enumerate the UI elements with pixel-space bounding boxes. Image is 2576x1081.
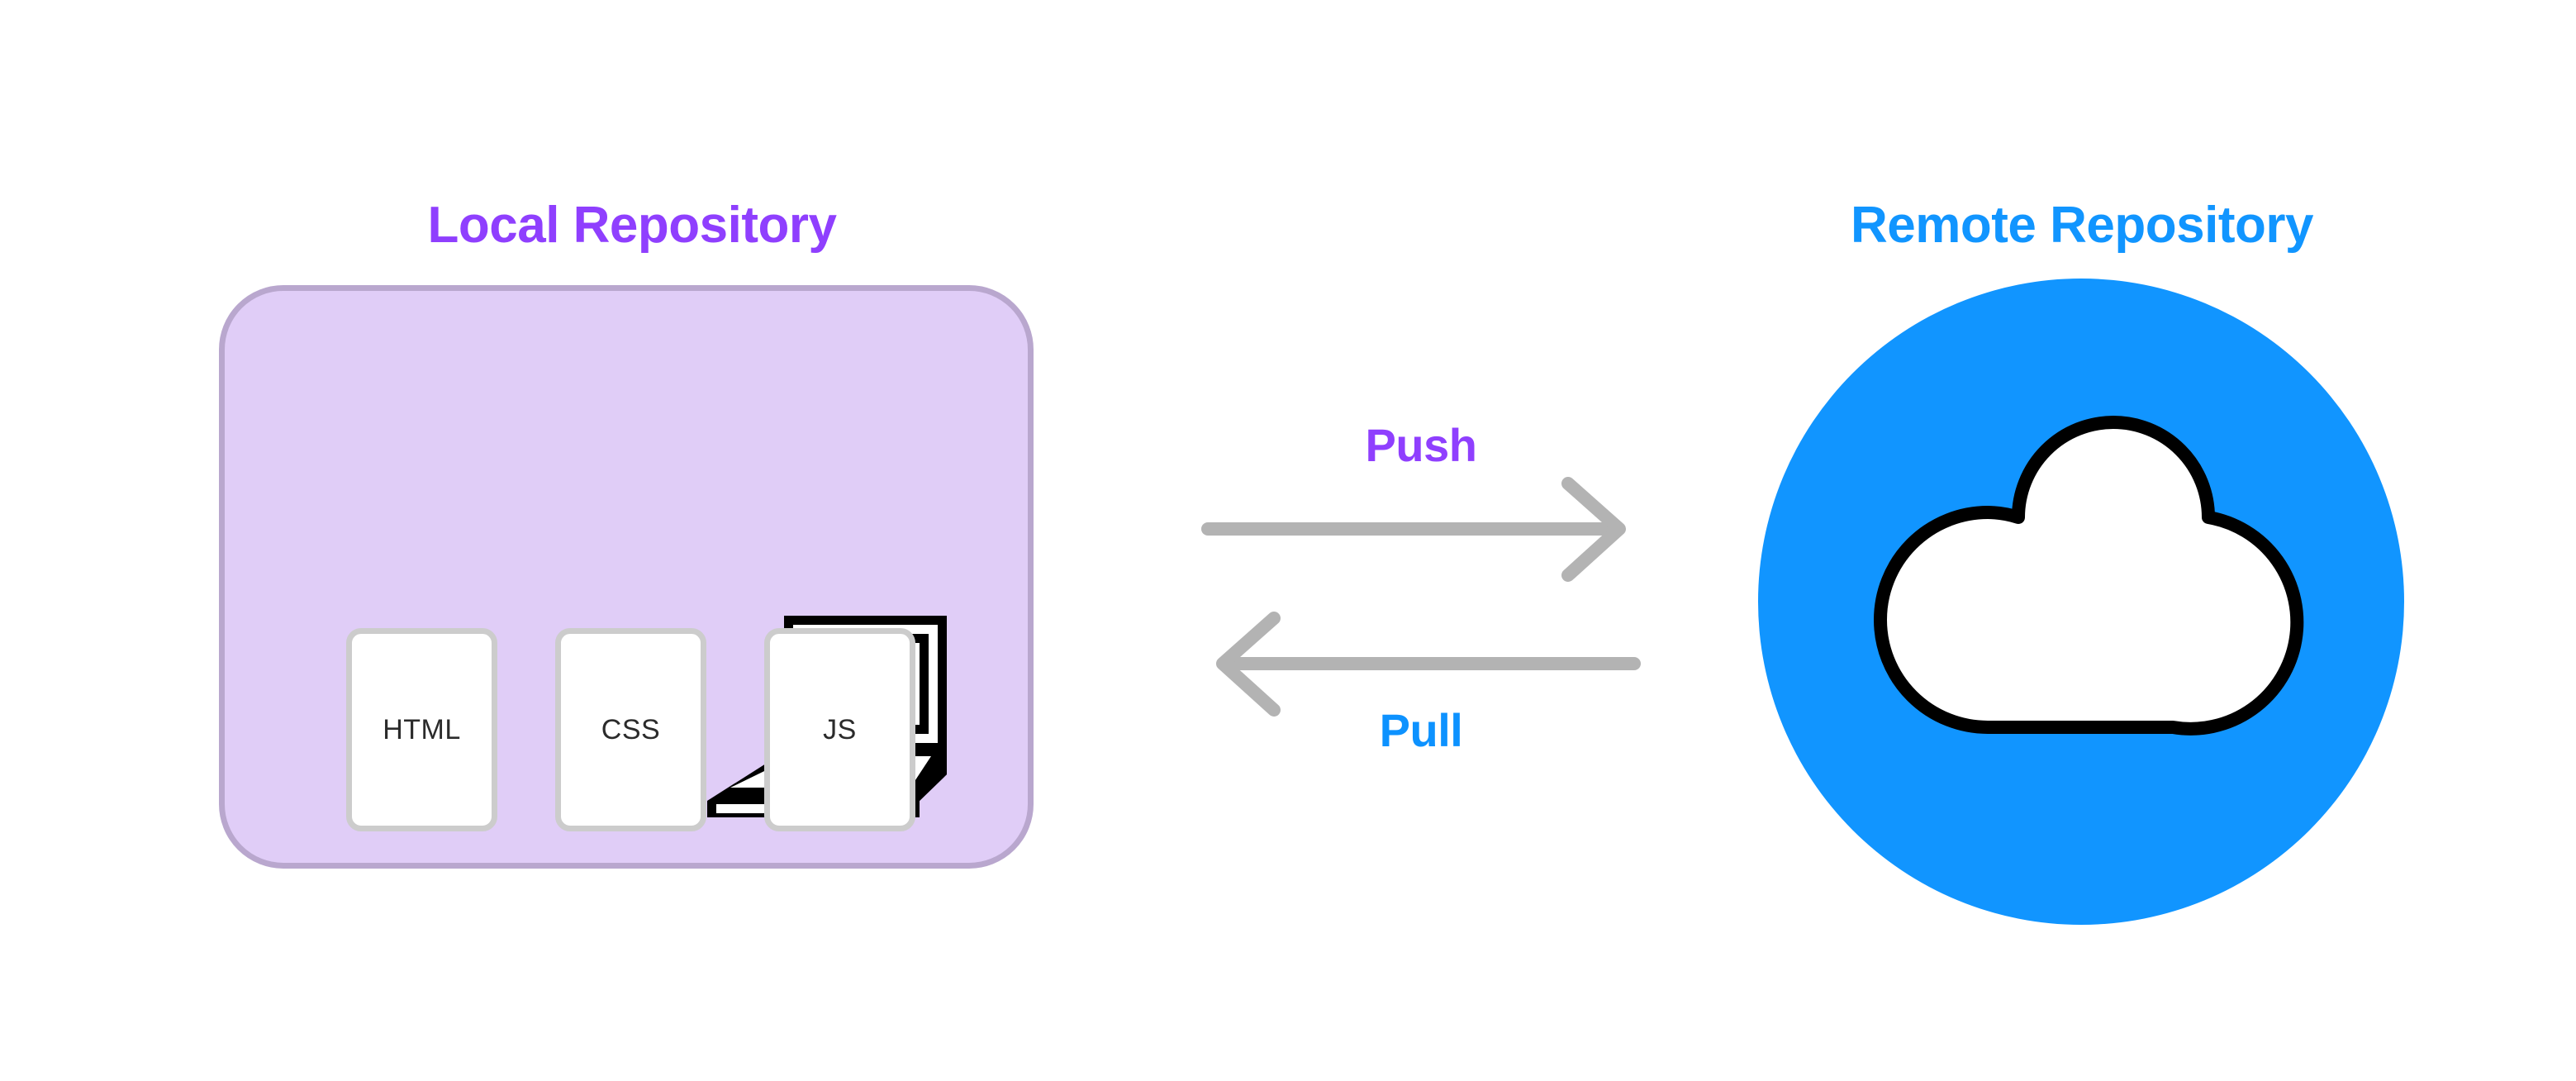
file-card-label: HTML bbox=[383, 713, 461, 745]
cloud-icon bbox=[1849, 405, 2312, 736]
local-repository-box: HTML CSS JS bbox=[219, 285, 1034, 869]
push-label: Push bbox=[1365, 419, 1477, 471]
pull-label: Pull bbox=[1379, 704, 1463, 756]
file-card-label: CSS bbox=[601, 713, 661, 745]
remote-repository-title: Remote Repository bbox=[1851, 197, 2313, 254]
file-card-js[interactable]: JS bbox=[764, 628, 915, 831]
sync-arrows bbox=[1173, 413, 1669, 760]
file-card-html[interactable]: HTML bbox=[346, 628, 497, 831]
file-card-label: JS bbox=[823, 713, 857, 745]
pull-arrow-icon bbox=[1216, 612, 1641, 717]
file-card-css[interactable]: CSS bbox=[555, 628, 706, 831]
local-repository-title: Local Repository bbox=[427, 197, 838, 254]
push-arrow-icon bbox=[1201, 477, 1626, 582]
